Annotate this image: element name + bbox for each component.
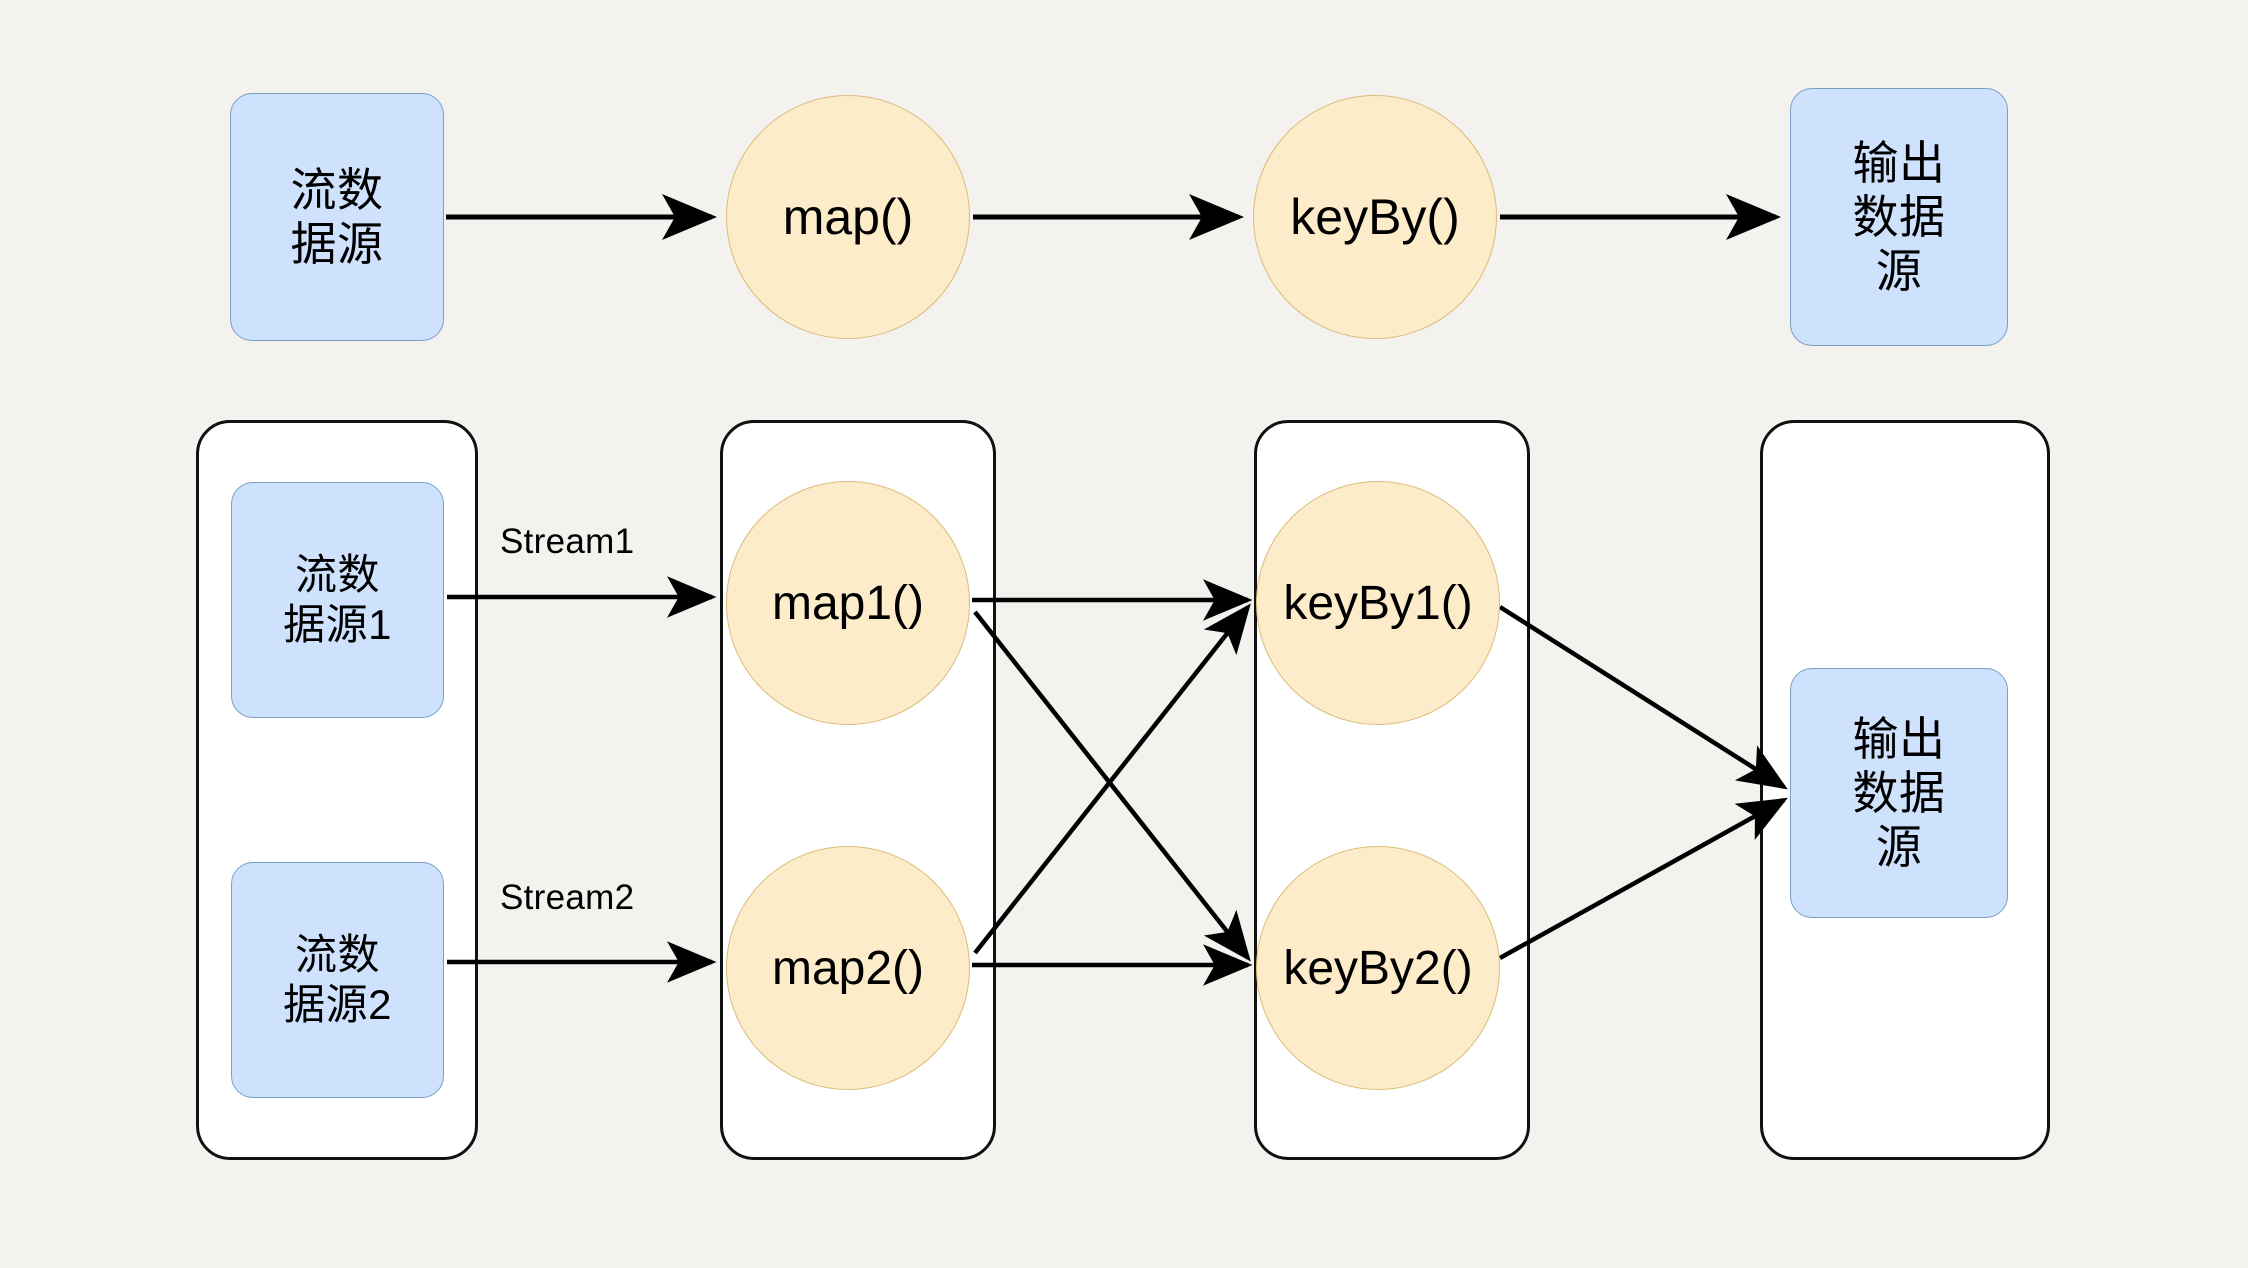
edge-map2-to-keyby1 [973,603,1251,955]
node-stream-source-2[interactable]: 流数 据源2 [231,862,444,1098]
node-output-sink-parallel[interactable]: 输出 数据 源 [1790,668,2008,918]
edge-label-stream1: Stream1 [500,522,635,561]
node-output-sink[interactable]: 输出 数据 源 [1790,88,2008,346]
node-map-operator[interactable]: map() [726,95,970,339]
node-stream-source[interactable]: 流数 据源 [230,93,444,341]
node-map1-operator[interactable]: map1() [726,481,970,725]
edge-map1-to-keyby2 [973,610,1251,962]
edge-keyby1-to-output [1498,605,1788,790]
edge-keyby2-to-output [1498,797,1788,960]
node-keyby2-operator[interactable]: keyBy2() [1256,846,1500,1090]
edge-label-stream2: Stream2 [500,878,635,917]
node-map2-operator[interactable]: map2() [726,846,970,1090]
node-keyby-operator[interactable]: keyBy() [1253,95,1497,339]
node-keyby1-operator[interactable]: keyBy1() [1256,481,1500,725]
node-stream-source-1[interactable]: 流数 据源1 [231,482,444,718]
